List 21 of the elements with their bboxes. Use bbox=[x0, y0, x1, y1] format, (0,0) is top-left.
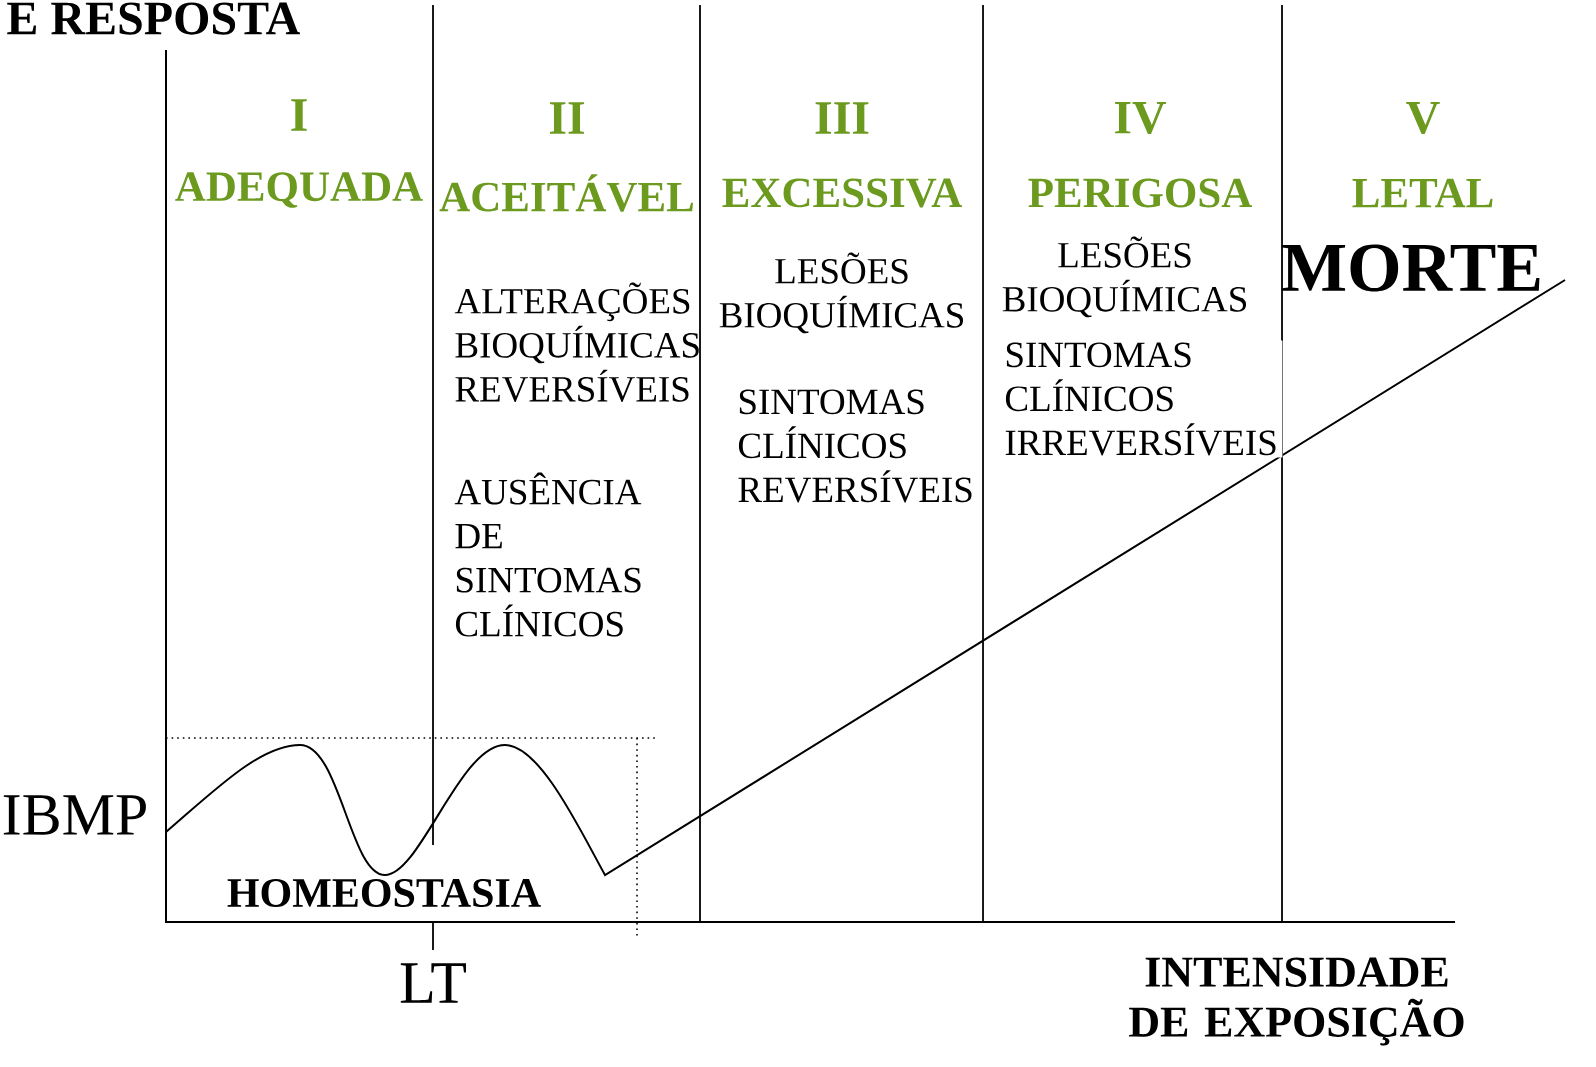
threshold-label: LT bbox=[400, 963, 466, 1003]
stage-description: SINTOMAS CLÍNICOS IRREVERSÍVEIS bbox=[1002, 340, 1283, 458]
curve-label: HOMEOSTASIA bbox=[227, 878, 541, 908]
stage-heading: PERIGOSA bbox=[1028, 178, 1252, 208]
stage-numeral: V bbox=[1406, 101, 1440, 135]
stage-numeral: II bbox=[549, 102, 585, 134]
axis-label: IBMP bbox=[3, 795, 146, 835]
stage-description: SINTOMAS CLÍNICOS REVERSÍVEIS bbox=[738, 389, 972, 503]
stage-heading: ADEQUADA bbox=[175, 172, 423, 208]
axis-label: INTENSIDADE DE EXPOSIÇÃO bbox=[1129, 957, 1464, 1046]
stage-heading: EXCESSIVA bbox=[722, 178, 962, 208]
stage-numeral: IV bbox=[1114, 101, 1167, 135]
stage-heading: LETAL bbox=[1352, 178, 1493, 208]
stage-description: ALTERAÇÕES BIOQUÍMICAS REVERSÍVEIS bbox=[454, 282, 699, 402]
stage-numeral: III bbox=[815, 102, 869, 134]
axis-label: E RESPOSTA bbox=[7, 2, 300, 35]
stage-heading: ACEITÁVEL bbox=[439, 174, 693, 212]
stage-description: AUSÊNCIA DE SINTOMAS CLÍNICOS bbox=[454, 472, 642, 637]
stage-description: LESÕES BIOQUÍMICAS bbox=[1002, 236, 1247, 318]
stage-description: LESÕES BIOQUÍMICAS bbox=[719, 252, 964, 334]
stage-numeral: I bbox=[291, 99, 307, 131]
